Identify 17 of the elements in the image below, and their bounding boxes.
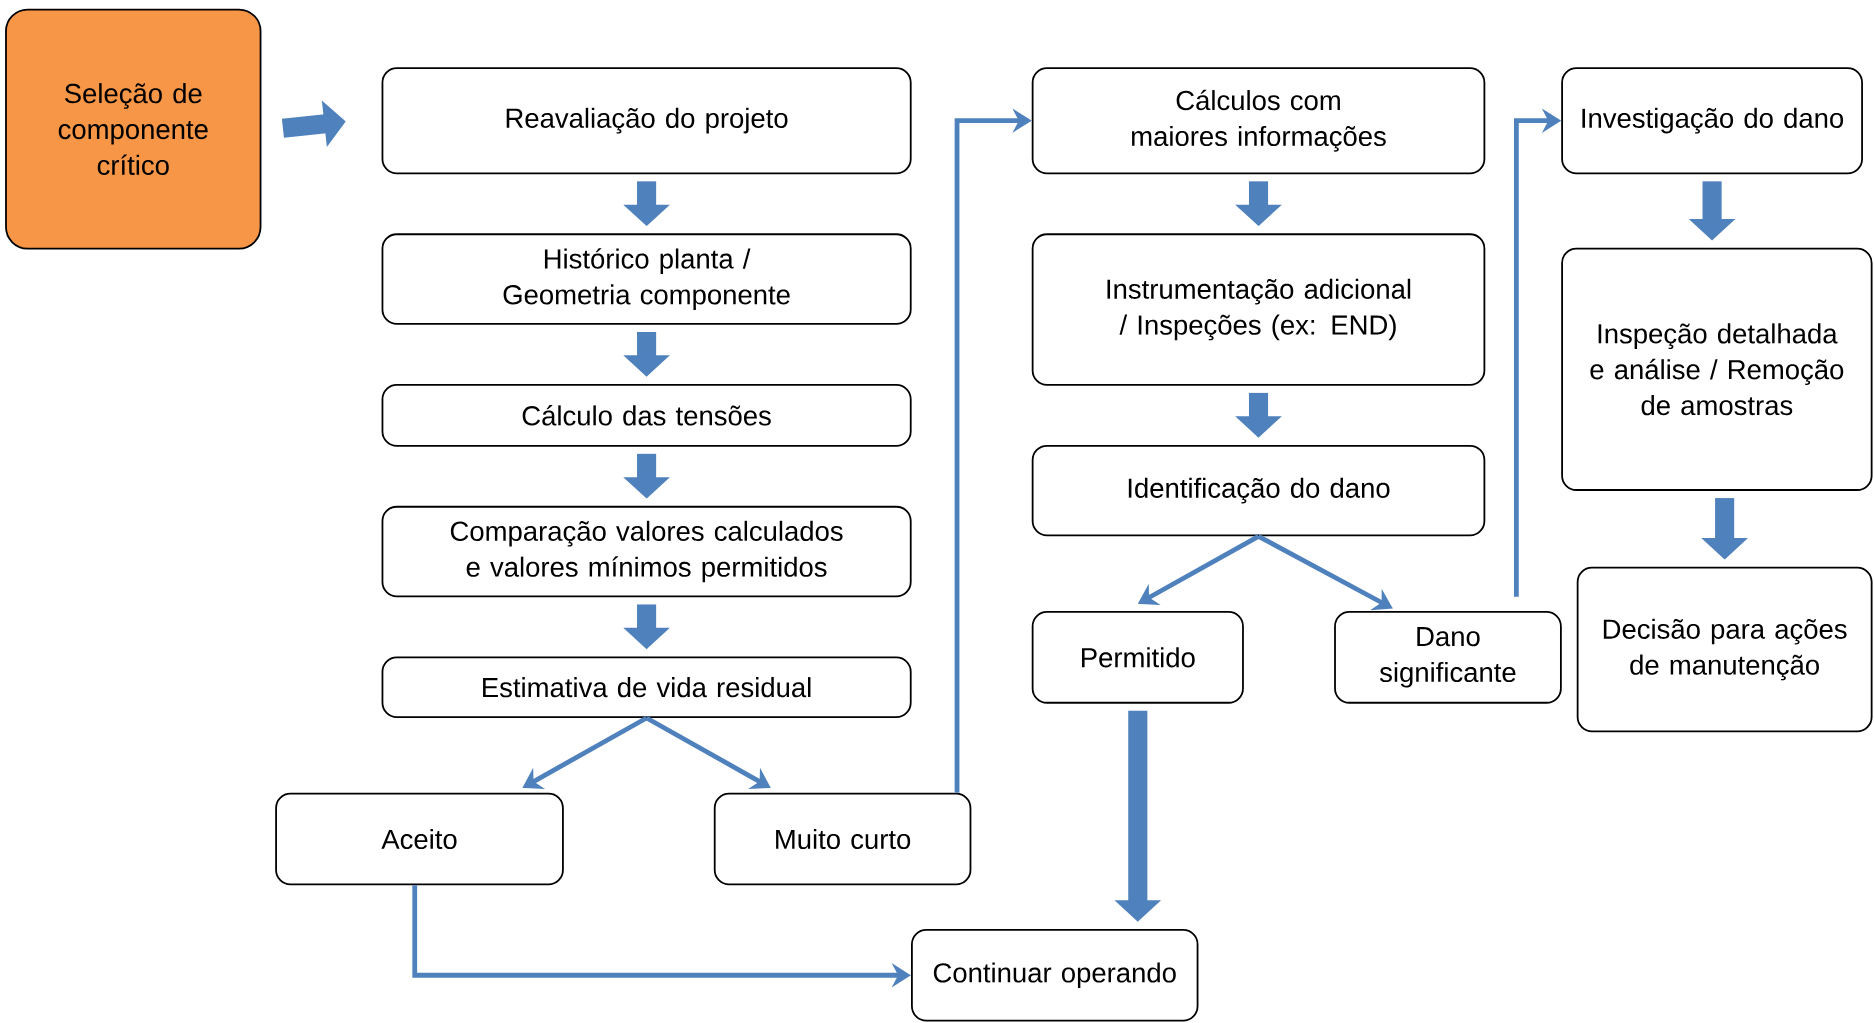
process-box: Decisão para ações de manutenção [1576,566,1873,733]
process-box: Reavaliação do projeto [381,67,912,175]
process-box: Instrumentação adicional / Inspeções (ex: END) [1031,233,1486,386]
process-box: Seleção de componente crítico [5,8,262,250]
process-box: Histórico planta / Geometria componente [381,233,912,325]
process-box: Continuar operando [911,928,1199,1022]
process-box: Permitido [1031,611,1244,704]
process-box: Estimativa de vida residual [381,656,912,718]
process-box: Investigação do dano [1561,67,1863,175]
process-box: Dano significante [1334,611,1562,704]
process-box: Aceito [275,792,564,886]
process-box: Muito curto [713,792,972,886]
process-box: Identificação do dano [1031,444,1486,537]
process-box: Comparação valores calculados e valores mínimos permitidos [381,505,912,598]
process-box: Cálculo das tensões [381,383,912,447]
process-box: Inspeção detalhada e análise / Remoção de amostras [1561,247,1873,491]
process-box: Cálculos com maiores informações [1031,67,1486,175]
